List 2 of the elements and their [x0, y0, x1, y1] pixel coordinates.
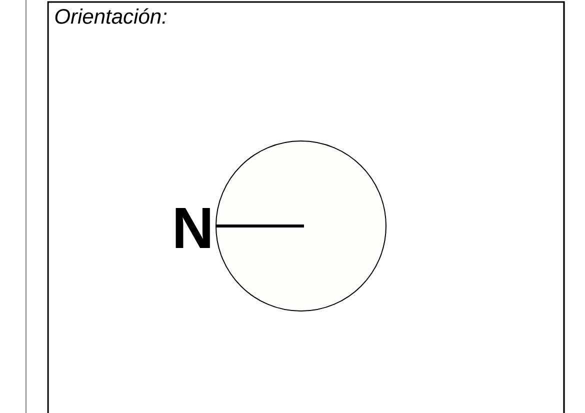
compass-letter: N — [176, 208, 210, 248]
compass-dial — [216, 140, 386, 312]
